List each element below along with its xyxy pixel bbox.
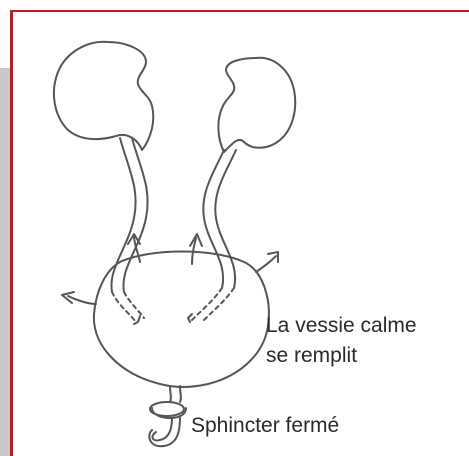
- sphincter-label: Sphincter fermé: [191, 411, 339, 441]
- bladder-icon: [94, 252, 269, 388]
- right-ureter-icon: [203, 150, 224, 288]
- left-ureter-icon: [111, 138, 135, 292]
- bladder-label-line2: se remplit: [266, 341, 417, 371]
- bladder-label: La vessie calme se remplit: [266, 311, 417, 371]
- left-kidney-icon: [54, 42, 153, 150]
- arrow-icon: [62, 292, 96, 304]
- sphincter-icon: [150, 402, 186, 418]
- arrow-icon: [190, 234, 202, 264]
- bladder-label-line1: La vessie calme: [266, 311, 417, 341]
- right-kidney-icon: [218, 58, 295, 152]
- arrow-icon: [256, 252, 278, 272]
